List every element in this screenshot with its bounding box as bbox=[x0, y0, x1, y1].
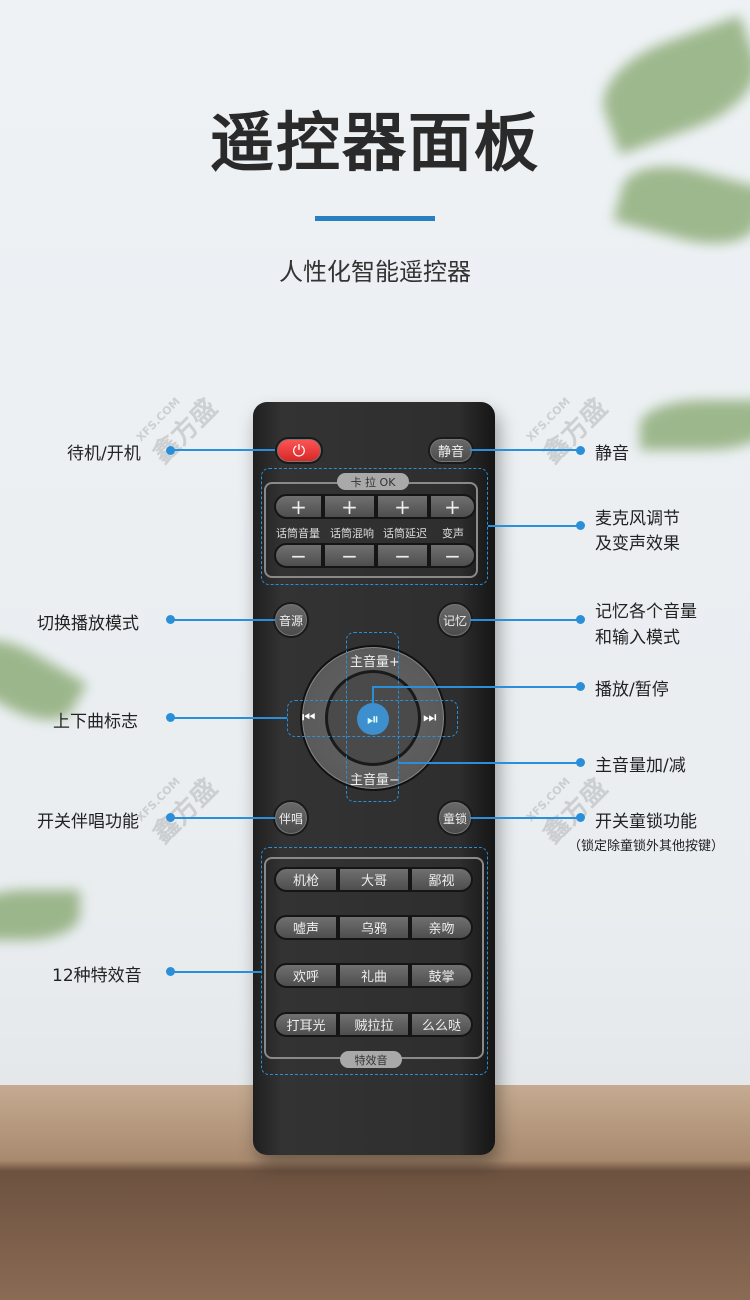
next-track-icon[interactable]: ⏭ bbox=[423, 708, 437, 726]
effect-button[interactable]: 鼓掌 bbox=[410, 963, 473, 988]
volume-down-button[interactable]: 主音量− bbox=[350, 773, 400, 788]
pointer-line bbox=[372, 686, 374, 704]
effect-button[interactable]: 大哥 bbox=[338, 867, 410, 892]
annotation-track: 上下曲标志 bbox=[53, 712, 138, 732]
pointer-line bbox=[398, 762, 580, 764]
mute-button[interactable]: 静音 bbox=[428, 437, 474, 464]
memory-button[interactable]: 记忆 bbox=[437, 602, 473, 638]
annotation-effects: 12种特效音 bbox=[52, 966, 142, 986]
title-divider bbox=[315, 216, 435, 221]
volume-highlight bbox=[346, 632, 399, 802]
page-title: 遥控器面板 bbox=[210, 107, 540, 181]
voice-change-label: 变声 bbox=[442, 527, 464, 540]
annotation-lock: 开关童锁功能 bbox=[595, 812, 697, 832]
mic-reverb-plus[interactable]: + bbox=[323, 494, 376, 519]
annotation-mic-1: 麦克风调节 bbox=[595, 509, 680, 529]
pointer-line bbox=[170, 817, 275, 819]
child-lock-button[interactable]: 童锁 bbox=[437, 800, 473, 836]
effects-highlight bbox=[261, 847, 488, 1075]
effect-button[interactable]: 机枪 bbox=[274, 867, 338, 892]
annotation-mic-2: 及变声效果 bbox=[595, 534, 680, 554]
accompany-button[interactable]: 伴唱 bbox=[273, 800, 309, 836]
annotation-memory-1: 记忆各个音量 bbox=[595, 602, 697, 622]
karaoke-highlight bbox=[261, 468, 488, 585]
annotation-play: 播放/暂停 bbox=[595, 680, 669, 700]
mic-delay-label: 话筒延迟 bbox=[383, 527, 427, 540]
pointer-dot bbox=[576, 446, 585, 455]
voice-change-minus[interactable]: − bbox=[429, 543, 476, 568]
power-button[interactable]: ⏻ bbox=[275, 437, 323, 464]
effect-button[interactable]: 礼曲 bbox=[338, 963, 410, 988]
effect-button[interactable]: 么么哒 bbox=[410, 1012, 473, 1037]
mic-volume-plus[interactable]: + bbox=[274, 494, 323, 519]
annotation-power: 待机/开机 bbox=[67, 444, 141, 464]
mic-delay-minus[interactable]: − bbox=[376, 543, 429, 568]
mic-reverb-minus[interactable]: − bbox=[323, 543, 376, 568]
previous-track-icon[interactable]: ⏮ bbox=[302, 708, 316, 726]
voice-change-plus[interactable]: + bbox=[429, 494, 476, 519]
volume-up-button[interactable]: 主音量+ bbox=[350, 655, 400, 670]
mic-volume-minus[interactable]: − bbox=[274, 543, 323, 568]
pointer-line bbox=[470, 817, 580, 819]
pointer-line bbox=[488, 525, 580, 527]
pointer-line bbox=[372, 686, 580, 688]
mic-volume-label: 话筒音量 bbox=[276, 527, 320, 540]
pointer-line bbox=[170, 619, 275, 621]
pointer-line bbox=[470, 449, 580, 451]
effect-button[interactable]: 打耳光 bbox=[274, 1012, 338, 1037]
pointer-line bbox=[170, 717, 287, 719]
annotation-memory-2: 和输入模式 bbox=[595, 628, 680, 648]
effect-button[interactable]: 贼拉拉 bbox=[338, 1012, 410, 1037]
karaoke-title: 卡 拉 OK bbox=[337, 473, 409, 490]
effect-button[interactable]: 欢呼 bbox=[274, 963, 338, 988]
source-button[interactable]: 音源 bbox=[273, 602, 309, 638]
play-pause-icon[interactable]: ⏯ bbox=[357, 703, 389, 735]
annotation-mode: 切换播放模式 bbox=[37, 614, 139, 634]
pointer-dot bbox=[576, 813, 585, 822]
annotation-lock-note: （锁定除童锁外其他按键） bbox=[568, 839, 725, 854]
effects-title: 特效音 bbox=[340, 1051, 402, 1068]
pointer-line bbox=[170, 971, 262, 973]
mic-delay-plus[interactable]: + bbox=[376, 494, 429, 519]
effect-button[interactable]: 鄙视 bbox=[410, 867, 473, 892]
effect-button[interactable]: 乌鸦 bbox=[338, 915, 410, 940]
pointer-dot bbox=[576, 521, 585, 530]
page-subtitle: 人性化智能遥控器 bbox=[279, 258, 471, 286]
pointer-line bbox=[470, 619, 580, 621]
leaf-decoration bbox=[640, 400, 750, 450]
pointer-dot bbox=[576, 682, 585, 691]
pointer-dot bbox=[576, 615, 585, 624]
effect-button[interactable]: 嘘声 bbox=[274, 915, 338, 940]
power-icon: ⏻ bbox=[292, 440, 306, 460]
annotation-volume: 主音量加/减 bbox=[595, 756, 686, 776]
pointer-line bbox=[170, 449, 275, 451]
pointer-dot bbox=[576, 758, 585, 767]
annotation-accompany: 开关伴唱功能 bbox=[37, 812, 139, 832]
mic-reverb-label: 话筒混响 bbox=[330, 527, 374, 540]
track-highlight bbox=[287, 700, 458, 737]
effect-button[interactable]: 亲吻 bbox=[410, 915, 473, 940]
leaf-decoration bbox=[0, 890, 80, 940]
annotation-mute: 静音 bbox=[595, 444, 629, 464]
